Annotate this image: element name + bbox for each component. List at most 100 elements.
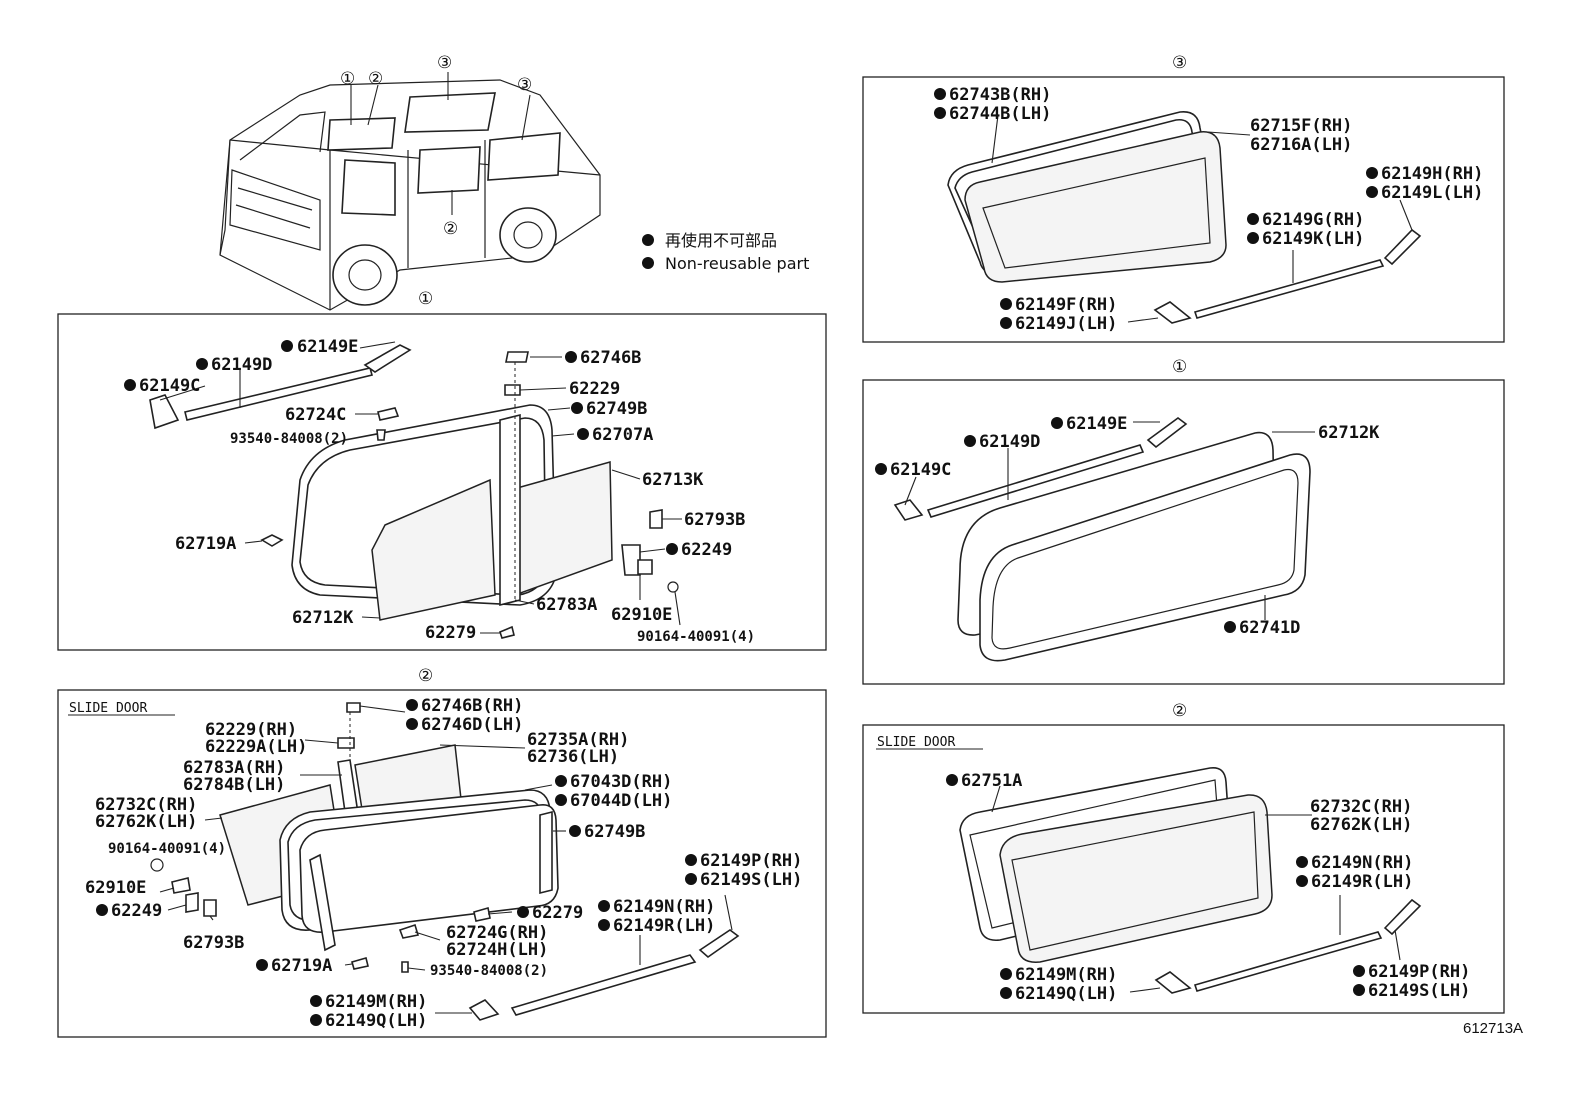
label-62149P-2l: 62149P(RH) xyxy=(700,851,802,871)
panel-3-right-frame xyxy=(862,76,1505,343)
label-62712K-1r: 62712K xyxy=(1318,423,1380,443)
panel-2-left-leaders xyxy=(159,705,733,1014)
label-62724H-2l: 62724H(LH) xyxy=(446,940,548,960)
label-93540-2l: 93540-84008(2) xyxy=(430,963,548,979)
legend-japanese: 再使用不可部品 xyxy=(665,231,777,250)
label-62149F-3r: 62149F(RH) xyxy=(1015,295,1117,315)
label-62783A-2l: 62783A(RH) xyxy=(183,758,285,778)
panel-2-left-slide-door: SLIDE DOOR xyxy=(69,701,147,716)
label-62713K-1l: 62713K xyxy=(642,470,704,490)
label-62707A-1l: 62707A xyxy=(592,425,653,445)
label-62793B-1l: 62793B xyxy=(684,510,745,530)
label-62751A-2r: 62751A xyxy=(961,771,1022,791)
label-62249-1l: 62249 xyxy=(681,540,732,560)
label-62746D-2l: 62746D(LH) xyxy=(421,715,523,735)
label-62719A-1l: 62719A xyxy=(175,534,236,554)
label-62743B-3r: 62743B(RH) xyxy=(949,85,1051,105)
label-62149R-2r: 62149R(LH) xyxy=(1311,872,1413,892)
label-62149E-1r: 62149E xyxy=(1066,414,1127,434)
label-62149M-2l: 62149M(RH) xyxy=(325,992,427,1012)
legend-bullet-en xyxy=(642,257,654,269)
label-62735A-2l: 62735A(RH) xyxy=(527,730,629,750)
label-62149P-2r: 62149P(RH) xyxy=(1368,962,1470,982)
label-62746B-2l: 62746B(RH) xyxy=(421,696,523,716)
panel-1-right-parts xyxy=(893,417,1311,662)
label-62229A-2l: 62229A(LH) xyxy=(205,737,307,757)
label-62736-2l: 62736(LH) xyxy=(527,747,619,767)
label-62712K-1l: 62712K xyxy=(292,608,354,628)
label-62749B-2l: 62749B xyxy=(584,822,645,842)
panel-1-right-title: ① xyxy=(1172,357,1187,377)
panel-2-left-frame xyxy=(57,689,827,1038)
label-62762K-2l: 62762K(LH) xyxy=(95,812,197,832)
label-62279-2l: 62279 xyxy=(532,903,583,923)
label-62149C-1r: 62149C xyxy=(890,460,951,480)
label-62149C-1l: 62149C xyxy=(139,376,200,396)
panel-2-right-leaders xyxy=(991,785,1401,993)
panel-3-right-leaders xyxy=(991,114,1413,323)
label-62762K-2r: 62762K(LH) xyxy=(1310,815,1412,835)
label-62715F-3r: 62715F(RH) xyxy=(1250,116,1352,136)
panel-1-left-title: ① xyxy=(418,289,433,309)
label-62149K-3r: 62149K(LH) xyxy=(1262,229,1364,249)
panel-3-right-parts xyxy=(947,111,1422,324)
label-62149G-3r: 62149G(RH) xyxy=(1262,210,1364,230)
label-67043D-2l: 67043D(RH) xyxy=(570,772,672,792)
panel-2-right-frame xyxy=(862,724,1505,1014)
label-62149D-1r: 62149D xyxy=(979,432,1040,452)
label-62149Q-2l: 62149Q(LH) xyxy=(325,1011,427,1031)
label-62149J-3r: 62149J(LH) xyxy=(1015,314,1117,334)
label-62719A-2l: 62719A xyxy=(271,956,332,976)
panel-1-left-parts xyxy=(149,344,679,639)
label-62149L-3r: 62149L(LH) xyxy=(1381,183,1483,203)
label-62783A-1l: 62783A xyxy=(536,595,597,615)
panel-2-right-title: ② xyxy=(1172,701,1187,721)
overview-callout-2-side: ② xyxy=(443,219,458,239)
label-62149N-2r: 62149N(RH) xyxy=(1311,853,1413,873)
overview-callout-3-roof: ③ xyxy=(437,53,452,73)
label-62149S-2r: 62149S(LH) xyxy=(1368,981,1470,1001)
label-90164-1l: 90164-40091(4) xyxy=(637,629,755,645)
label-62784B-2l: 62784B(LH) xyxy=(183,775,285,795)
label-62149N-2l: 62149N(RH) xyxy=(613,897,715,917)
panel-2-left-parts xyxy=(150,702,740,1021)
panel-2-right-parts xyxy=(959,766,1422,994)
label-62732C-2l: 62732C(RH) xyxy=(95,795,197,815)
label-62724G-2l: 62724G(RH) xyxy=(446,923,548,943)
label-62741D-1r: 62741D xyxy=(1239,618,1300,638)
label-62249-2l: 62249 xyxy=(111,901,162,921)
label-62793B-2l: 62793B xyxy=(183,933,244,953)
panel-3-right-title: ③ xyxy=(1172,53,1187,73)
overview-callout-2: ② xyxy=(368,69,383,89)
panel-2-left-title: ② xyxy=(418,666,433,686)
label-62229-2l: 62229(RH) xyxy=(205,720,297,740)
label-62149E-1l: 62149E xyxy=(297,337,358,357)
label-67044D-2l: 67044D(LH) xyxy=(570,791,672,811)
panel-1-left-frame xyxy=(57,313,827,651)
diagram-code: 612713A xyxy=(1463,1020,1523,1037)
label-90164-2l: 90164-40091(4) xyxy=(108,841,226,857)
label-62732C-2r: 62732C(RH) xyxy=(1310,797,1412,817)
label-62149M-2r: 62149M(RH) xyxy=(1015,965,1117,985)
panel-1-left-leaders xyxy=(159,341,682,634)
label-62149R-2l: 62149R(LH) xyxy=(613,916,715,936)
overview-callout-3-rear: ③ xyxy=(517,75,532,95)
label-62229-1l: 62229 xyxy=(569,379,620,399)
panel-1-right-frame xyxy=(862,379,1505,685)
label-62279-1l: 62279 xyxy=(425,623,476,643)
label-62149H-3r: 62149H(RH) xyxy=(1381,164,1483,184)
label-62749B-1l: 62749B xyxy=(586,399,647,419)
van-overview xyxy=(219,72,601,311)
legend-english: Non-reusable part xyxy=(665,254,809,273)
legend-bullet-jp xyxy=(642,234,654,246)
label-62716A-3r: 62716A(LH) xyxy=(1250,135,1352,155)
label-62149S-2l: 62149S(LH) xyxy=(700,870,802,890)
label-62910E-2l: 62910E xyxy=(85,878,146,898)
label-62746B-1l: 62746B xyxy=(580,348,641,368)
label-62149Q-2r: 62149Q(LH) xyxy=(1015,984,1117,1004)
label-93540-1l: 93540-84008(2) xyxy=(230,431,348,447)
label-62910E-1l: 62910E xyxy=(611,605,672,625)
label-62724C-1l: 62724C xyxy=(285,405,346,425)
panel-2-right-slide-door: SLIDE DOOR xyxy=(877,735,955,750)
